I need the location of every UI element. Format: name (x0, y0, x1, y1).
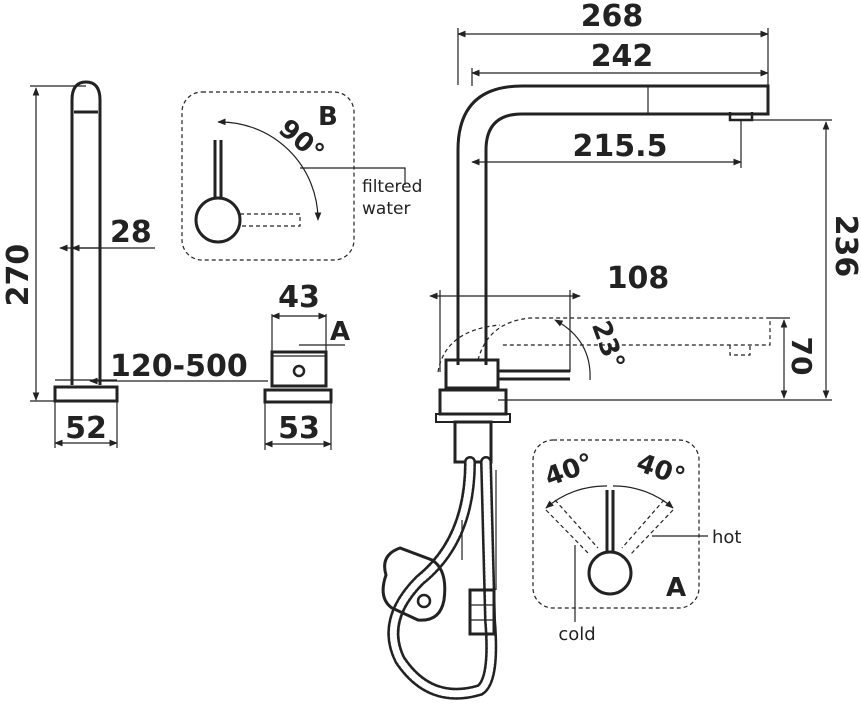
dim-reach-body: 242 (591, 39, 654, 74)
detail-b-marker: B (318, 102, 338, 132)
dim-lever-length: 108 (607, 261, 670, 296)
dim-reach-total: 268 (581, 0, 644, 34)
side-view (30, 80, 268, 448)
dim-height-total: 270 (1, 244, 36, 307)
dim-deck-thickness: 120-500 (110, 349, 248, 384)
detail-a-hot-label: hot (712, 527, 741, 548)
dim-reach-outlet: 215.5 (573, 129, 668, 164)
detail-a-marker: A (666, 573, 686, 603)
detail-b-note-line1: filtered (362, 177, 422, 197)
mounting-cutout (263, 312, 345, 450)
detail-a-angle-left: 40° (541, 448, 597, 493)
dim-spout-height: 236 (828, 215, 861, 278)
dim-base-width: 52 (65, 411, 107, 446)
dim-hole-inner: 43 (278, 280, 320, 315)
detail-a-box (532, 439, 708, 622)
detail-a-angle-right: 40° (632, 448, 688, 493)
dim-lever-tilt: 23° (585, 317, 630, 373)
dim-lever-height: 70 (785, 337, 818, 376)
dim-spout-diameter: 28 (110, 215, 152, 250)
detail-a-cold-label: cold (558, 624, 595, 645)
dim-hole-outer: 53 (278, 411, 320, 446)
section-marker: A (330, 317, 350, 347)
main-view (381, 28, 832, 700)
detail-b-note-line2: water (362, 199, 410, 219)
detail-b-box (181, 91, 406, 261)
